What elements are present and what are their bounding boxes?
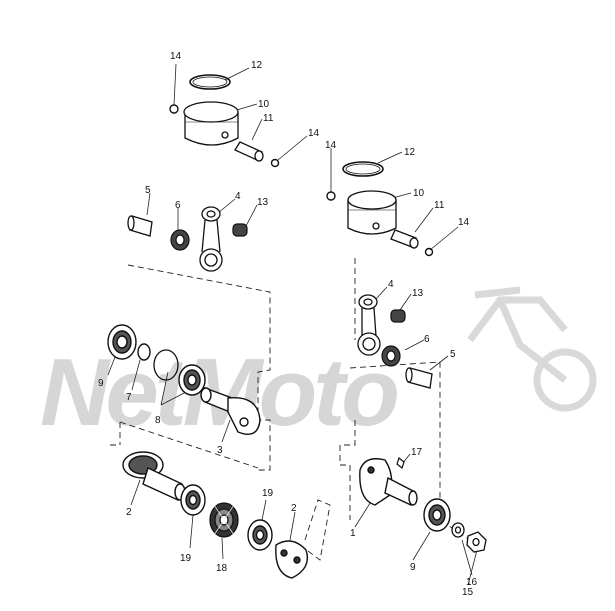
callout-16: 16	[466, 577, 478, 588]
watermark-text: NetMoto	[40, 339, 397, 446]
piston-ring-left	[189, 74, 231, 90]
ball-bearing-19-left	[180, 484, 206, 516]
ball-bearing-left-9	[107, 324, 137, 360]
spacer-sleeve-right	[405, 367, 433, 389]
left-crank-outline	[110, 422, 121, 446]
callout-3: 3	[217, 445, 223, 456]
needle-bearing-large-right	[381, 345, 401, 367]
callout-11: 11	[263, 113, 274, 124]
callout-2: 2	[126, 507, 132, 518]
callout-14: 14	[325, 140, 337, 151]
callout-5: 5	[450, 349, 456, 360]
callout-12: 12	[404, 147, 416, 158]
callout-4: 4	[235, 191, 241, 202]
crankshaft-half-2	[122, 451, 186, 501]
wrist-pin-left	[234, 141, 264, 162]
crankshaft-half-1	[359, 458, 418, 506]
callout-10: 10	[413, 188, 425, 199]
circlip-right-pin	[424, 247, 434, 257]
callout-14: 14	[308, 128, 320, 139]
needle-bearing-small-left	[232, 223, 248, 237]
callout-15: 15	[462, 587, 474, 598]
callout-9: 9	[98, 378, 104, 389]
callout-6: 6	[175, 200, 181, 211]
callout-18: 18	[216, 563, 228, 574]
callout-13: 13	[257, 197, 269, 208]
piston-left	[183, 101, 239, 146]
watermark-motorcycle-logo	[467, 286, 597, 412]
callout-12: 12	[251, 60, 263, 71]
callout-17: 17	[411, 447, 423, 458]
left-assembly-outline	[119, 264, 271, 471]
callout-11: 11	[434, 200, 445, 211]
ball-bearing-right-9	[423, 498, 451, 532]
piston-ring-right	[342, 161, 384, 177]
callout-4: 4	[388, 279, 394, 290]
watermark: NetMoto	[40, 286, 597, 446]
callout-19: 19	[180, 553, 192, 564]
callout-14: 14	[458, 217, 470, 228]
needle-bearing-large-left	[170, 229, 190, 251]
circlip-left-pin	[270, 158, 280, 168]
callout-labels: 14 12 10 11 14 14 12 10 11 14 5 6 4 13 4…	[98, 51, 478, 598]
crankshaft-half-left-3	[200, 386, 261, 435]
leader-lines	[107, 63, 478, 586]
piston-right	[347, 190, 397, 235]
ball-bearing-19-right	[247, 519, 273, 551]
callout-8: 8	[155, 415, 161, 426]
needle-bearing-small-right	[390, 309, 406, 323]
callout-1: 1	[350, 528, 356, 539]
callout-14: 14	[170, 51, 182, 62]
connecting-rod-left	[199, 206, 223, 272]
connecting-rod-right	[357, 294, 381, 356]
circlip-right-top	[326, 191, 336, 201]
callout-7: 7	[126, 392, 132, 403]
circlip-left-top	[169, 104, 179, 114]
callout-5: 5	[145, 185, 151, 196]
wrist-pin-right	[390, 229, 419, 249]
snap-ring-left-7	[137, 343, 151, 361]
callout-6: 6	[424, 334, 430, 345]
ball-bearing-left-8	[178, 364, 206, 396]
washer-16	[451, 522, 465, 538]
callout-13: 13	[412, 288, 424, 299]
callout-2: 2	[291, 503, 297, 514]
woodruff-key-17	[396, 456, 405, 470]
center-link-outline	[299, 499, 331, 561]
callout-10: 10	[258, 99, 270, 110]
crankshaft-half-2-center	[275, 540, 309, 579]
callout-9: 9	[410, 562, 416, 573]
spacer-sleeve-left	[127, 215, 153, 237]
snap-ring-left-8	[153, 349, 179, 381]
callout-19: 19	[262, 488, 274, 499]
nut-15	[466, 531, 487, 553]
drive-gear-18	[209, 502, 239, 538]
